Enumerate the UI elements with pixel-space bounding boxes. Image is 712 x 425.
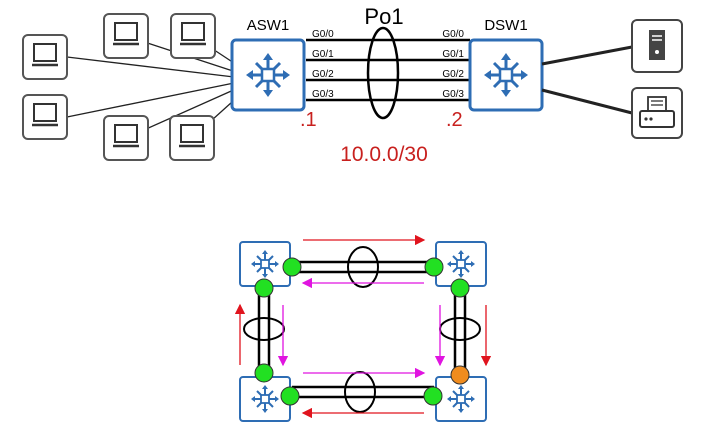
- pc-monitor-icon[interactable]: [102, 12, 150, 60]
- asw1-port-label: G0/1: [312, 49, 334, 60]
- asw1-port-label: G0/2: [312, 69, 334, 80]
- bundle-ellipse: [439, 317, 481, 341]
- subnet-label: 10.0.0/30: [340, 143, 428, 166]
- pc-monitor-icon[interactable]: [21, 93, 69, 141]
- printer-link: [541, 88, 633, 115]
- port-channel-ellipse: [366, 26, 400, 120]
- port-status-dots: [254, 257, 470, 406]
- pc-monitor-icon[interactable]: [168, 114, 216, 162]
- bundle-ellipse: [243, 317, 285, 341]
- asw1-label: ASW1: [247, 17, 290, 34]
- dsw1-port-label: G0/3: [442, 89, 464, 100]
- traffic-arrows: [234, 234, 492, 419]
- asw1-ip-suffix: .1: [300, 109, 317, 131]
- square-links: [257, 260, 467, 399]
- pc-monitor-icon[interactable]: [102, 114, 150, 162]
- bundle-ellipse: [347, 246, 379, 288]
- server-link: [541, 45, 633, 66]
- printer-icon[interactable]: [631, 87, 683, 139]
- port-channel-label: Po1: [364, 4, 403, 29]
- dsw1-port-label: G0/1: [442, 49, 464, 60]
- pc-monitor-icon[interactable]: [21, 33, 69, 81]
- asw1-port-label: G0/0: [312, 29, 334, 40]
- port-channel-links: [306, 38, 470, 102]
- server-icon[interactable]: [631, 19, 683, 73]
- pc-monitor-icon[interactable]: [169, 12, 217, 60]
- asw1-port-label: G0/3: [312, 89, 334, 100]
- dsw1-port-label: G0/2: [442, 69, 464, 80]
- bundle-ellipse: [344, 371, 376, 413]
- dsw1-port-label: G0/0: [442, 29, 464, 40]
- dsw1-label: DSW1: [484, 17, 527, 34]
- dsw1-ip-suffix: .2: [446, 109, 463, 131]
